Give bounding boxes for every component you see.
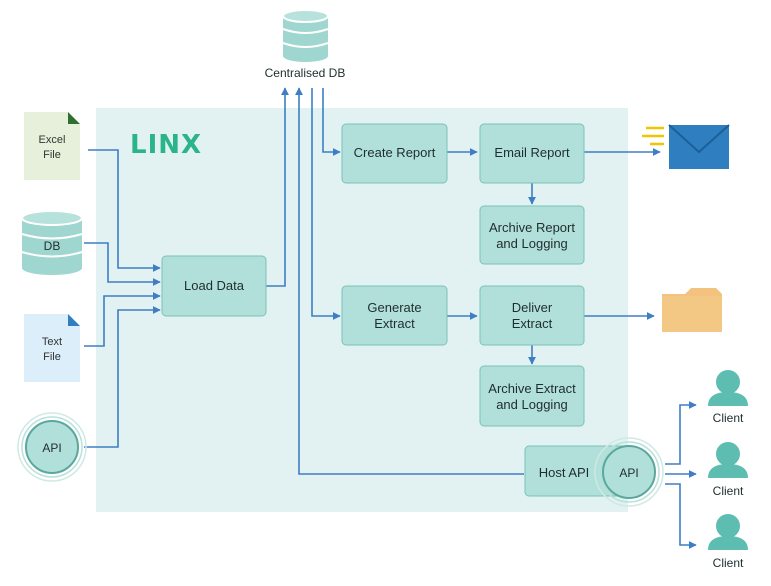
email-report-label: Email Report [494,145,570,160]
arrow-db-to-create-report [322,88,341,156]
load-data-box: Load Data [161,255,267,317]
api-source-label: API [42,441,61,455]
archive-extract-label-line1: Archive Extract [488,381,576,396]
host-api-label: Host API [539,465,590,480]
load-data-label: Load Data [184,278,245,293]
excel-file-label-line1: Excel [39,134,66,146]
arrow-hostapi-to-db [295,87,524,475]
api-source: API [17,412,87,482]
centralised-db-label: Centralised DB [265,66,346,80]
client-1: Client [708,370,748,425]
arrow-api-to-client-1 [665,401,697,465]
arrow-load-to-db [266,87,289,287]
email-report-box: Email Report [479,123,585,184]
archive-extract-box: Archive Extract and Logging [479,365,585,427]
excel-file-label-line2: File [43,149,61,161]
create-report-label: Create Report [354,145,436,160]
excel-file-source: Excel File [24,112,80,180]
database-icon [21,210,83,275]
person-icon [708,514,748,550]
deliver-extract-box: Deliver Extract [479,285,585,346]
person-icon [708,442,748,478]
generate-extract-label-line2: Extract [374,316,415,331]
api-circle-icon [17,412,87,482]
text-file-source: Text File [24,314,80,382]
arrow-db-to-generate-extract [311,88,341,320]
connectors [84,87,697,549]
archive-report-box: Archive Report and Logging [479,205,585,265]
host-api-badge-label: API [619,466,638,480]
archive-report-label-line1: Archive Report [489,220,575,235]
deliver-extract-label-line2: Extract [512,316,553,331]
database-icon [282,9,329,62]
arrow-db-to-load [84,242,161,286]
document-icon [24,112,80,180]
arrow-excel-to-load [88,149,161,272]
api-circle-icon [594,437,664,507]
generate-extract-label-line1: Generate [367,300,421,315]
archive-report-label-line2: and Logging [496,236,568,251]
client-2-label: Client [713,484,744,498]
arrow-text-to-load [84,292,161,347]
generate-extract-box: Generate Extract [341,285,448,346]
create-report-box: Create Report [341,123,448,184]
centralised-db: Centralised DB [265,9,346,80]
client-2: Client [708,442,748,498]
db-source-label: DB [44,239,61,253]
client-1-label: Client [713,411,744,425]
text-file-label-line1: Text [42,336,62,348]
client-3-label: Client [713,556,744,570]
archive-extract-label-line2: and Logging [496,397,568,412]
document-icon [24,314,80,382]
db-source: DB [21,210,83,275]
client-3: Client [708,514,748,570]
arrow-api-to-client-3 [665,483,697,549]
arrow-api-to-load [84,306,161,448]
text-file-label-line2: File [43,351,61,363]
person-icon [708,370,748,406]
host-api-box: Host API [524,445,630,497]
deliver-extract-label-line1: Deliver [512,300,553,315]
host-api-badge: API [594,437,664,507]
envelope-icon [642,124,730,169]
folder-icon [662,288,722,332]
linx-logo: LINX [130,130,202,160]
